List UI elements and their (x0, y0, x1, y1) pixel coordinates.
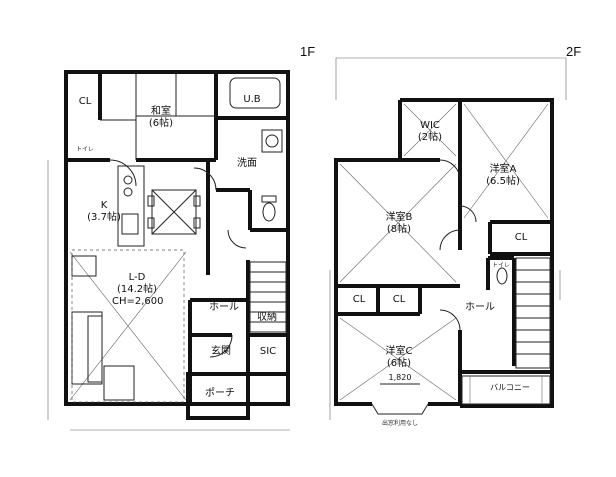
second-floor-walls (334, 57, 567, 408)
room-label-ub: U.B (243, 94, 261, 105)
second-floor-details (329, 103, 561, 420)
room-label-cl-2f-1: CL (352, 294, 366, 305)
second-floor-label: 2F (566, 44, 582, 59)
room-label-cl-2f-a: CL (514, 232, 528, 243)
first-floor-label: 1F (300, 44, 316, 59)
room-label-balcony: バルコニー (490, 383, 530, 392)
room-label-porch: ポーチ (205, 388, 235, 399)
room-label-washitsu: 和室 (6帖) (148, 106, 174, 129)
bay-window-note: 出窓利用なし (381, 420, 418, 427)
room-label-hall-1f: ホール (209, 302, 239, 313)
room-label-yoB: 洋室B (8帖) (385, 212, 413, 235)
dimension-label: 1,820 (388, 373, 412, 382)
room-label-wash: 洗面 (237, 158, 257, 169)
room-label-sic: SIC (259, 346, 277, 357)
room-label-toilet-2f: トイレ (491, 262, 510, 269)
room-label-cl: CL (78, 96, 92, 107)
first-floor-details (47, 72, 290, 431)
room-label-yoA: 洋室A (6.5帖) (486, 164, 520, 187)
room-label-toilet-1f: トイレ (75, 146, 94, 153)
room-label-cl-2f-2: CL (392, 294, 406, 305)
room-label-ld: L-D (14.2帖) CH=2,600 (112, 272, 164, 307)
room-label-hall-2f: ホール (465, 302, 495, 313)
room-label-yoC: 洋室C (6帖) (385, 346, 413, 369)
room-label-storage: 収納 (257, 312, 277, 323)
room-label-genkan: 玄関 (211, 346, 231, 357)
room-label-kitchen: K (3.7帖) (87, 200, 121, 223)
room-label-wic: WIC (2帖) (417, 120, 443, 143)
